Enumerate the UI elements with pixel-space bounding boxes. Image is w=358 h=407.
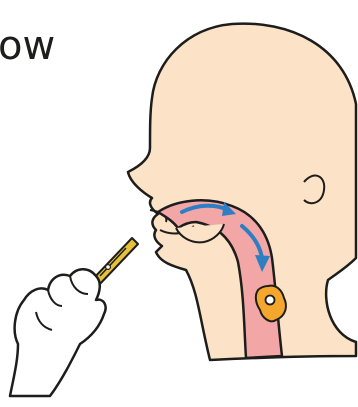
head-profile-icon <box>128 24 356 360</box>
hand-icon <box>10 269 106 396</box>
capsule-dot-icon <box>266 296 275 305</box>
caption-text: ow <box>0 24 55 68</box>
